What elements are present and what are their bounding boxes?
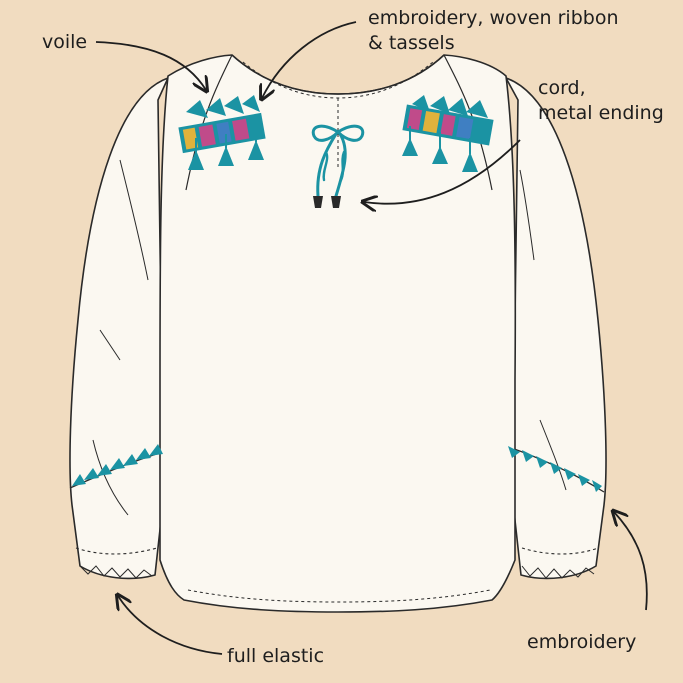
arrow-embroidery	[614, 512, 648, 611]
label-full-elastic-text: full elastic	[227, 645, 325, 667]
label-full-elastic: full elastic	[227, 644, 324, 669]
arrow-full-elastic	[118, 596, 223, 655]
label-cord-line1: cord,	[538, 77, 586, 99]
right-shoulder-embroidery	[402, 95, 494, 172]
neck-cord	[311, 124, 365, 198]
arrow-cord	[364, 139, 521, 204]
arrow-voile	[95, 41, 206, 90]
blouse-body	[159, 54, 517, 613]
annotation-arrows	[95, 21, 648, 655]
label-embroidery-text: embroidery	[527, 631, 637, 653]
label-embroidery-ribbon-line1: embroidery, woven ribbon	[368, 7, 619, 29]
label-embroidery-ribbon-tassels: embroidery, woven ribbon & tassels	[368, 6, 619, 56]
left-sleeve-embroidery	[72, 444, 163, 486]
arrow-embroidery-ribbon	[262, 21, 357, 98]
left-sleeve	[69, 77, 169, 580]
label-embroidery-ribbon-line2: & tassels	[368, 32, 455, 54]
right-sleeve-embroidery	[508, 446, 602, 492]
label-cord-metal-ending: cord, metal ending	[538, 76, 664, 126]
label-voile: voile	[42, 30, 87, 55]
cord-metal-endings	[313, 196, 341, 208]
right-sleeve	[505, 77, 607, 580]
label-voile-text: voile	[42, 31, 88, 53]
left-shoulder-embroidery	[178, 95, 266, 170]
label-cord-line2: metal ending	[538, 102, 664, 124]
label-embroidery: embroidery	[527, 630, 636, 655]
